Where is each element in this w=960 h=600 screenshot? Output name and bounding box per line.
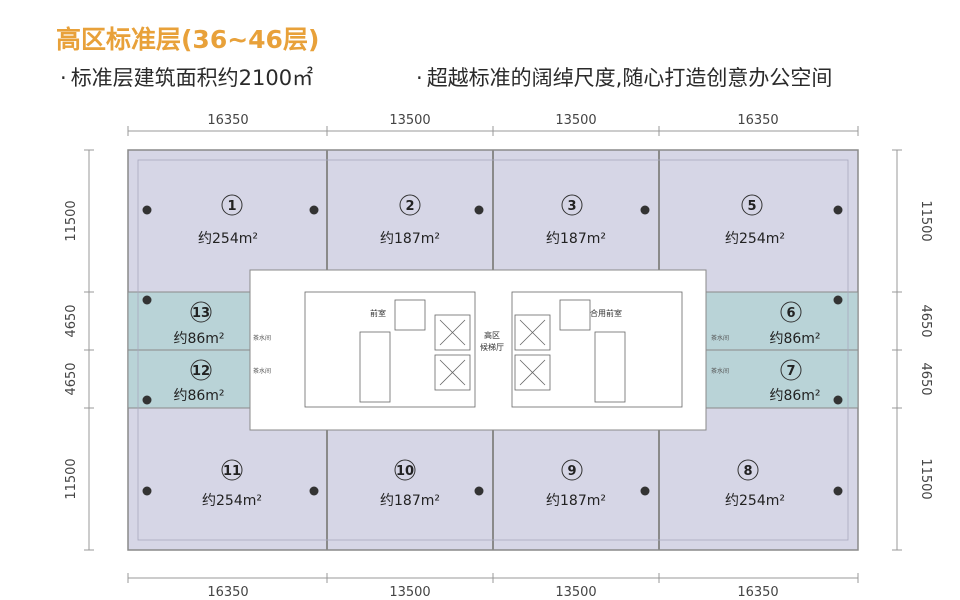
unit-number: 5 — [747, 199, 756, 214]
unit-badge — [561, 459, 583, 481]
facade-inner-line — [137, 159, 849, 541]
unit-2: 2 约187m² — [380, 194, 440, 247]
unit-area: 约254m² — [725, 231, 785, 247]
bullet-floor-area: ·标准层建筑面积约2100㎡ — [60, 62, 313, 92]
unit-area: 约254m² — [725, 493, 785, 509]
pantry-label-6: 茶水间 — [711, 334, 729, 342]
partition-walls — [326, 150, 660, 550]
dim-top-1: 16350 — [207, 113, 248, 128]
unit-number: 12 — [192, 364, 210, 379]
dim-left-4: 11500 — [64, 458, 79, 499]
dim-left-3: 4650 — [64, 362, 79, 395]
dim-bottom-4: 16350 — [737, 585, 778, 600]
lobby-label-1: 高区 — [484, 330, 500, 340]
unit-badge — [221, 194, 243, 216]
unit-area: 约86m² — [769, 388, 820, 404]
core-right — [511, 291, 683, 408]
unit-number: 7 — [786, 364, 795, 379]
unit-area: 约254m² — [202, 493, 262, 509]
unit-7-room — [705, 349, 859, 409]
unit-area: 约254m² — [198, 231, 258, 247]
unit-10: 10 约187m² — [380, 459, 440, 509]
unit-number: 13 — [192, 306, 210, 321]
dim-top-3: 13500 — [555, 113, 596, 128]
unit-number: 1 — [227, 199, 236, 214]
unit-badge — [780, 359, 802, 381]
bullet-office-space-text: 超越标准的阔绰尺度,随心打造创意办公空间 — [426, 66, 833, 90]
dim-right-1: 11500 — [918, 200, 933, 241]
dim-right-2: 4650 — [918, 304, 933, 337]
unit-area: 约187m² — [380, 231, 440, 247]
dim-bottom-3: 13500 — [555, 585, 596, 600]
unit-number: 2 — [405, 199, 414, 214]
unit-badge — [741, 194, 763, 216]
unit-badge — [780, 301, 802, 323]
core-left — [304, 291, 476, 408]
unit-number: 8 — [743, 464, 752, 479]
unit-number: 10 — [396, 464, 414, 479]
unit-badge — [561, 194, 583, 216]
dim-bottom-1: 16350 — [207, 585, 248, 600]
unit-area: 约86m² — [173, 331, 224, 347]
unit-5: 5 约254m² — [725, 194, 785, 247]
unit-badge — [394, 459, 416, 481]
unit-number: 6 — [786, 306, 795, 321]
page-title: 高区标准层(36~46层) — [56, 25, 320, 54]
unit-1: 1 约254m² — [198, 194, 258, 247]
unit-badge — [190, 301, 212, 323]
unit-12: 12 约86m² — [173, 359, 225, 404]
core-corridor — [249, 269, 707, 431]
unit-9: 9 约187m² — [546, 459, 606, 509]
bullet-dot: · — [60, 66, 67, 90]
unit-6-room — [705, 291, 859, 351]
unit-11: 11 约254m² — [202, 459, 262, 509]
dim-right-3: 4650 — [918, 362, 933, 395]
unit-area: 约86m² — [769, 331, 820, 347]
unit-badge — [399, 194, 421, 216]
structural-columns — [142, 205, 843, 496]
unit-6: 6 约86m² — [769, 301, 821, 347]
dimension-lines — [84, 126, 902, 583]
unit-area: 约187m² — [546, 231, 606, 247]
lobby-label-2: 候梯厅 — [480, 342, 504, 352]
bullet-dot: · — [416, 66, 423, 90]
unit-area: 约187m² — [546, 493, 606, 509]
front-room-left-label: 前室 — [370, 308, 386, 318]
unit-7: 7 约86m² — [769, 359, 821, 404]
pantry-label-12: 茶水间 — [253, 367, 271, 375]
unit-badge — [190, 359, 212, 381]
unit-badge — [221, 459, 243, 481]
unit-number: 11 — [223, 464, 241, 479]
bullet-office-space: ·超越标准的阔绰尺度,随心打造创意办公空间 — [416, 62, 832, 92]
bullet-floor-area-text: 标准层建筑面积约2100㎡ — [70, 66, 314, 90]
unit-area: 约187m² — [380, 493, 440, 509]
unit-area: 约86m² — [173, 388, 224, 404]
pantry-label-7: 茶水间 — [711, 367, 729, 375]
pantry-label-13: 茶水间 — [253, 334, 271, 342]
unit-13: 13 约86m² — [173, 301, 225, 347]
dim-top-2: 13500 — [389, 113, 430, 128]
front-room-right-label: 合用前室 — [590, 308, 622, 318]
dim-left-1: 11500 — [64, 200, 79, 241]
unit-number: 9 — [567, 464, 576, 479]
unit-3: 3 约187m² — [546, 194, 606, 247]
unit-number: 3 — [567, 199, 576, 214]
dim-right-4: 11500 — [918, 458, 933, 499]
dim-top-4: 16350 — [737, 113, 778, 128]
unit-8: 8 约254m² — [725, 459, 785, 509]
unit-badge — [737, 459, 759, 481]
dim-bottom-2: 13500 — [389, 585, 430, 600]
dim-left-2: 4650 — [64, 304, 79, 337]
